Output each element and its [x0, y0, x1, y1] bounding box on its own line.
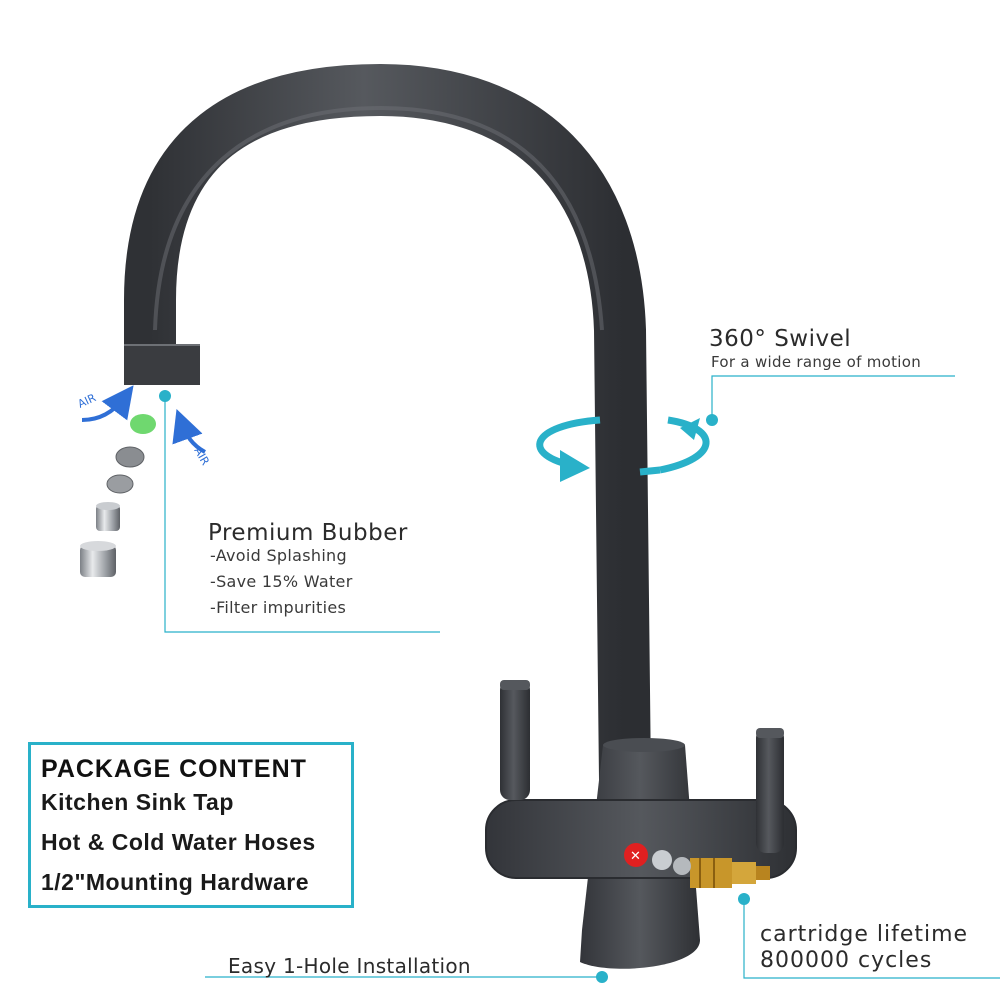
air-arrow-icon: AIR: [76, 385, 134, 422]
air-label-right: AIR: [191, 445, 212, 468]
cartridge-cycles-label: 800000 cycles: [760, 948, 933, 973]
cartridge-lifetime-label: cartridge lifetime: [760, 922, 969, 947]
package-item: Hot & Cold Water Hoses: [41, 829, 316, 855]
air-label-left: AIR: [76, 391, 99, 411]
aerator-part-icon: [130, 414, 156, 434]
package-item: Kitchen Sink Tap: [41, 789, 234, 815]
aerator-part-icon: [115, 446, 145, 468]
aerator-part-icon: [106, 474, 134, 494]
package-title: PACKAGE CONTENT: [41, 755, 307, 783]
aerator-part-icon: [80, 541, 116, 577]
installation-label: Easy 1-Hole Installation: [228, 954, 471, 978]
left-handle: [500, 680, 530, 800]
package-item: 1/2"Mounting Hardware: [41, 869, 310, 895]
svg-text:✕: ✕: [630, 849, 641, 864]
bubbler-feature: -Filter impurities: [210, 598, 347, 617]
aerator-part-icon: [96, 502, 120, 531]
right-handle: [756, 728, 784, 853]
spout-highlight: [153, 105, 604, 331]
bubbler-feature: -Avoid Splashing: [210, 546, 347, 565]
bubbler-feature: -Save 15% Water: [210, 572, 353, 591]
callout-dot-icon: [596, 971, 608, 983]
swivel-title: 360° Swivel: [709, 326, 852, 352]
air-arrow-icon: AIR: [172, 408, 212, 468]
cartridge-cutaway: ✕: [624, 843, 770, 888]
faucet-spout: [124, 63, 651, 781]
swivel-subtitle: For a wide range of motion: [711, 353, 922, 371]
bubbler-title: Premium Bubber: [208, 520, 408, 546]
swivel-arrow-icon: [536, 416, 710, 482]
callout-dot-icon: [706, 414, 718, 426]
callout-lines: [164, 375, 1000, 979]
spout-tip: [124, 345, 200, 385]
callout-dot-icon: [738, 893, 750, 905]
callout-dot-icon: [159, 390, 171, 402]
package-content-box: PACKAGE CONTENT Kitchen Sink Tap Hot & C…: [28, 742, 354, 908]
